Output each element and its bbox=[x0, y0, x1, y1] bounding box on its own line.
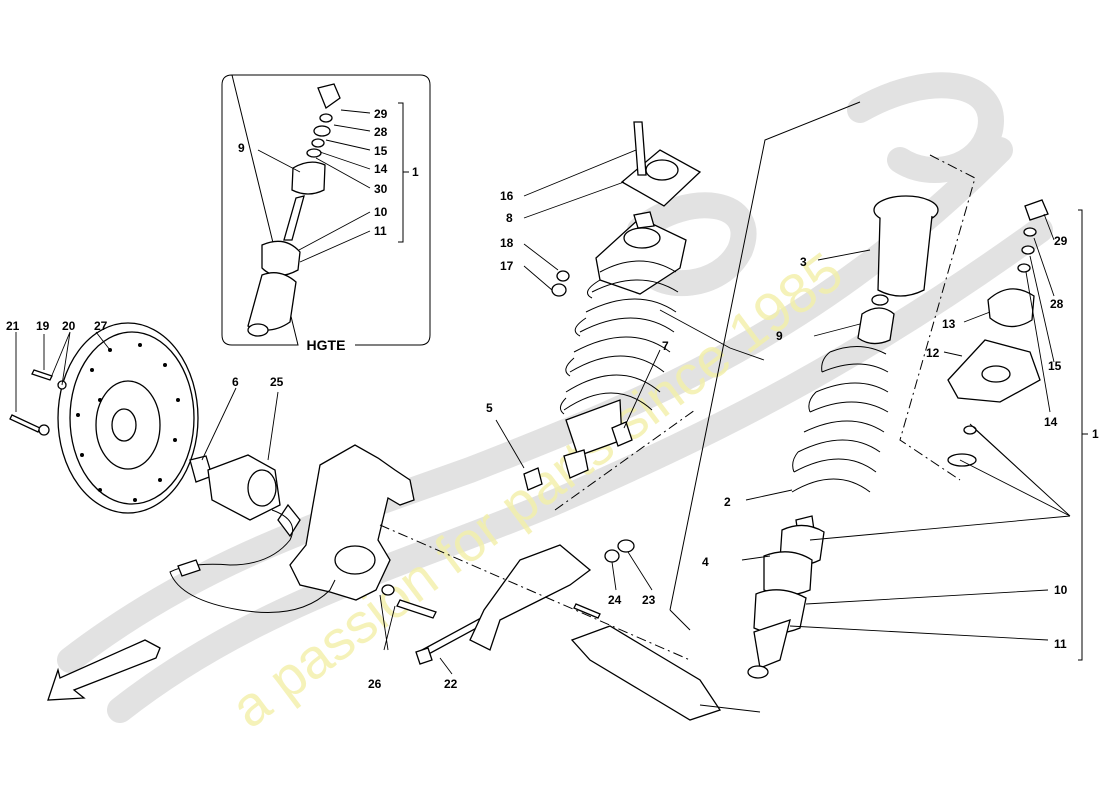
right-damper bbox=[747, 515, 825, 679]
callout-16: 16 bbox=[500, 189, 514, 203]
callout-1-inset: 1 bbox=[412, 165, 419, 179]
callout-29: 29 bbox=[1054, 234, 1068, 248]
callout-12: 12 bbox=[926, 346, 940, 360]
callout-15: 15 bbox=[1048, 359, 1062, 373]
direction-arrow-icon bbox=[47, 639, 161, 701]
callout-30-inset: 30 bbox=[374, 182, 388, 196]
callout-9: 9 bbox=[776, 329, 783, 343]
callout-8: 8 bbox=[506, 211, 513, 225]
callout-3: 3 bbox=[800, 255, 807, 269]
callout-10: 10 bbox=[1054, 583, 1068, 597]
callout-22: 22 bbox=[444, 677, 458, 691]
callout-2: 2 bbox=[724, 495, 731, 509]
callout-4: 4 bbox=[702, 555, 709, 569]
lower-bracket-driveshaft bbox=[469, 539, 761, 721]
callout-11-inset: 11 bbox=[374, 224, 387, 238]
brake-disc bbox=[57, 322, 199, 514]
abs-sensor-cable bbox=[169, 509, 336, 613]
callout-1-right: 1 bbox=[1092, 427, 1099, 441]
callout-18: 18 bbox=[500, 236, 514, 250]
inset-hgte: HGTE bbox=[221, 74, 431, 353]
watermark-slogan: a passion for parts since 1985 bbox=[219, 240, 854, 740]
callout-29-inset: 29 bbox=[374, 107, 388, 121]
bump-stop-cover bbox=[857, 195, 939, 345]
callout-5: 5 bbox=[486, 401, 493, 415]
callout-23: 23 bbox=[642, 593, 656, 607]
callout-20: 20 bbox=[62, 319, 76, 333]
callout-7: 7 bbox=[662, 339, 669, 353]
callout-25: 25 bbox=[270, 375, 284, 389]
callout-14: 14 bbox=[1044, 415, 1058, 429]
callout-11: 11 bbox=[1054, 637, 1067, 651]
callout-24: 24 bbox=[608, 593, 622, 607]
right-coil-spring bbox=[791, 346, 889, 493]
screws bbox=[9, 369, 67, 436]
callout-6: 6 bbox=[232, 375, 239, 389]
callout-14-inset: 14 bbox=[374, 162, 388, 176]
callout-28-inset: 28 bbox=[374, 125, 388, 139]
callout-labels: 1 1 2 3 4 5 6 7 8 9 9 10 10 11 11 12 13 … bbox=[6, 107, 1099, 691]
callout-10-inset: 10 bbox=[374, 205, 388, 219]
callout-9-inset: 9 bbox=[238, 141, 245, 155]
callout-17: 17 bbox=[500, 259, 514, 273]
center-shock-absorber bbox=[523, 211, 687, 491]
callout-13: 13 bbox=[942, 317, 956, 331]
callout-28: 28 bbox=[1050, 297, 1064, 311]
nuts-small bbox=[551, 270, 570, 297]
callout-15-inset: 15 bbox=[374, 144, 388, 158]
callout-19: 19 bbox=[36, 319, 50, 333]
wheel-hub bbox=[189, 454, 281, 521]
inset-title: HGTE bbox=[307, 337, 346, 353]
right-top-parts bbox=[947, 199, 1049, 467]
callout-26: 26 bbox=[368, 677, 382, 691]
callout-27: 27 bbox=[94, 319, 108, 333]
top-mount-plate bbox=[620, 121, 702, 207]
inset-shock-absorber bbox=[247, 83, 341, 337]
callout-21: 21 bbox=[6, 319, 20, 333]
